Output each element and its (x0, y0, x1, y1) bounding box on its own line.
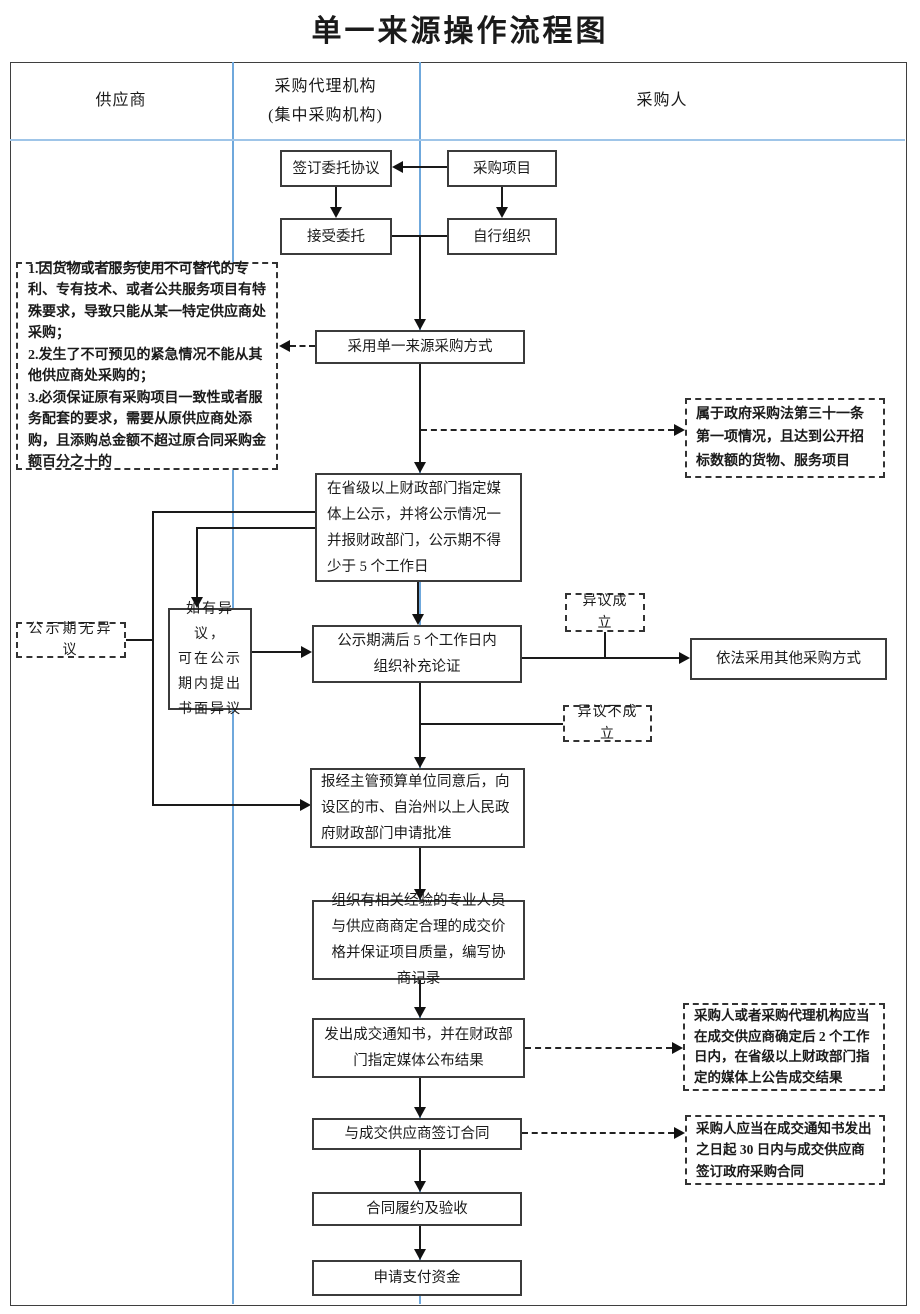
note-law-condition: 属于政府采购法第三十一条第一项情况，且达到公开招标数额的货物、服务项目 (685, 398, 885, 478)
connector-to-objection (196, 527, 198, 598)
arrowhead (300, 799, 311, 811)
note-announce-result: 采购人或者采购代理机构应当在成交供应商确定后 2 个工作日内，在省级以上财政部门… (683, 1003, 885, 1091)
lane-label-supplier: 供应商 (95, 92, 147, 109)
lane-label-agency: 采购代理机构 (集中采购机构) (268, 77, 383, 124)
arrowhead (679, 652, 690, 664)
node-accept-entrustment: 接受委托 (280, 218, 392, 255)
arrowhead (301, 646, 312, 658)
node-apply-payment: 申请支付资金 (312, 1260, 522, 1296)
connector-agreement-down (335, 187, 337, 208)
note-single-source-conditions: 1.因货物或者服务使用不可替代的专利、专有技术、或者公共服务项目有特殊要求，导致… (16, 262, 278, 470)
arrowhead (496, 207, 508, 218)
connector-to-single-source (419, 236, 421, 320)
arrowhead (414, 1181, 426, 1192)
connector-approval-down (419, 848, 421, 890)
arrowhead (191, 597, 203, 608)
connector-project-to-agreement (402, 166, 447, 168)
node-self-organize: 自行组织 (447, 218, 557, 255)
arrowhead (414, 1107, 426, 1118)
node-supplement-demo: 公示期满后 5 个工作日内 组织补充论证 (312, 625, 522, 683)
node-procurement-project: 采购项目 (447, 150, 557, 187)
node-organize-negotiation: 组织有相关经验的专业人员与供应商商定合理的成交价格并保证项目质量，编写协商记录 (312, 893, 525, 987)
arrowhead (414, 889, 426, 900)
arrowhead (672, 1042, 683, 1054)
node-other-method: 依法采用其他采购方式 (690, 638, 887, 680)
chart-frame (10, 62, 907, 1306)
connector-no-objection-link (126, 639, 154, 641)
dashed-connector-announce (525, 1047, 672, 1049)
connector-project-down (501, 187, 503, 208)
arrowhead (414, 1249, 426, 1260)
connector-demo-down (419, 683, 421, 758)
connector-no-objection-rail (152, 511, 154, 806)
node-issue-notice: 发出成交通知书，并在财政部门指定媒体公布结果 (312, 1018, 525, 1078)
node-publicize: 在省级以上财政部门指定媒体上公示，并将公示情况一并报财政部门，公示期不得少于 5… (315, 473, 522, 582)
node-apply-approval: 报经主管预算单位同意后，向设区的市、自治州以上人民政府财政部门申请批准 (310, 768, 525, 848)
dashed-connector-sign30 (522, 1132, 674, 1134)
connector-publicize-left-1 (152, 511, 315, 513)
connector-publicize-down (417, 582, 419, 615)
arrowhead (392, 161, 403, 173)
note-no-objection: 公示期无异议 (16, 622, 126, 658)
connector-performance-down (419, 1226, 421, 1250)
connector-negotiation-down (419, 980, 421, 1008)
header-underline (10, 139, 905, 141)
dashed-connector-law (421, 429, 674, 431)
arrowhead (412, 614, 424, 625)
connector-objection-invalid-link (420, 723, 563, 725)
connector-demo-to-other (522, 657, 680, 659)
connector-publicize-left-2 (197, 527, 315, 529)
note-objection-invalid: 异议不成立 (563, 705, 652, 742)
note-sign-within-30: 采购人应当在成交通知书发出之日起 30 日内与成交供应商签订政府采购合同 (685, 1115, 885, 1185)
connector-single-source-down (419, 364, 421, 463)
arrowhead (330, 207, 342, 218)
note-objection-valid: 异议成立 (565, 593, 645, 632)
node-sign-agreement: 签订委托协议 (280, 150, 392, 187)
arrowhead (414, 757, 426, 768)
connector-contract-down (419, 1150, 421, 1182)
node-adopt-single-source: 采用单一来源采购方式 (315, 330, 525, 364)
lane-label-purchaser: 采购人 (636, 92, 688, 109)
arrowhead (674, 424, 685, 436)
arrowhead (279, 340, 290, 352)
page-title: 单一来源操作流程图 (311, 15, 609, 48)
connector-notice-down (419, 1078, 421, 1108)
dashed-connector-conditions (290, 345, 315, 347)
node-objection: 如有异议， 可在公示 期内提出 书面异议 (168, 602, 252, 717)
arrowhead (414, 462, 426, 473)
node-sign-contract: 与成交供应商签订合同 (312, 1118, 522, 1150)
connector-objection-valid-link (604, 632, 606, 658)
connector-to-apply-approval (152, 804, 302, 806)
arrowhead (414, 319, 426, 330)
connector-objection-to-demo (252, 651, 302, 653)
arrowhead (414, 1007, 426, 1018)
arrowhead (674, 1127, 685, 1139)
node-contract-performance: 合同履约及验收 (312, 1192, 522, 1226)
